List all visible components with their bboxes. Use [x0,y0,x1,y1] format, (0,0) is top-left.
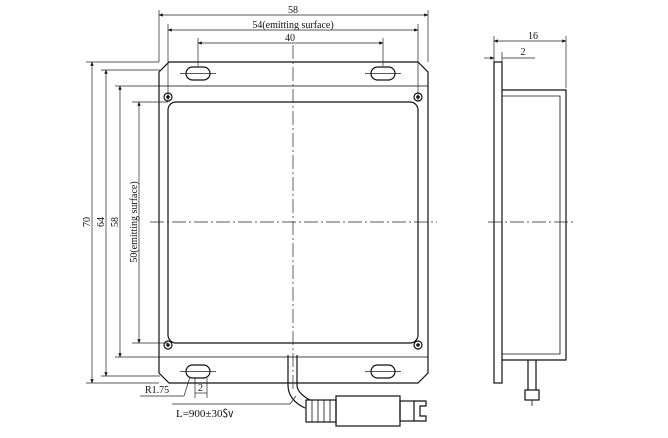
label-overall-height: 70 [82,217,93,227]
mounting-slot-top-left [180,66,216,81]
screw-bottom-left [163,340,173,350]
label-flange: 2 [521,47,526,58]
label-cable-length: L=900±30㏜ [176,408,233,420]
side-cable [524,360,540,406]
dimension-radius: R1.75 [140,376,191,397]
label-emitting-height: 50(emitting surface) [129,181,140,262]
screw-bottom-right [413,340,423,350]
dimension-emitting-width: 54(emitting surface) [167,20,419,100]
dimension-flange: 2 [484,47,535,62]
inner-frame [158,85,429,358]
dimension-overall-width: 58 [158,5,429,62]
dimension-depth: 16 [493,31,567,88]
dimension-overall-height: 70 [82,61,159,384]
outer-plate [158,61,429,384]
front-view: 58 54(emitting surface) 40 70 64 [82,5,437,427]
dimension-hole-spacing: 40 [197,33,384,66]
label-emitting-width: 54(emitting surface) [252,20,333,31]
side-flange [493,61,503,384]
label-hole-spacing: 40 [285,33,295,44]
mounting-slot-bottom-right [365,364,401,379]
dimension-slot: 2 [194,378,208,398]
label-radius: R1.75 [145,385,169,396]
mounting-slot-bottom-left [180,364,216,379]
dimension-emitting-height: 50(emitting surface) [129,101,168,344]
label-plate-height: 64 [96,217,107,227]
dimension-frame-height: 58 [110,85,159,358]
side-body [502,89,567,361]
label-frame-height: 58 [110,217,121,227]
cable [287,355,427,427]
label-overall-width: 58 [288,5,298,16]
label-slot: 2 [198,383,203,394]
side-view: 16 2 [484,31,574,406]
label-depth: 16 [528,31,538,42]
cable-length-callout: L=900±30㏜ [172,395,297,420]
dimension-plate-height: 64 [96,69,160,377]
mounting-slot-top-right [365,66,401,81]
